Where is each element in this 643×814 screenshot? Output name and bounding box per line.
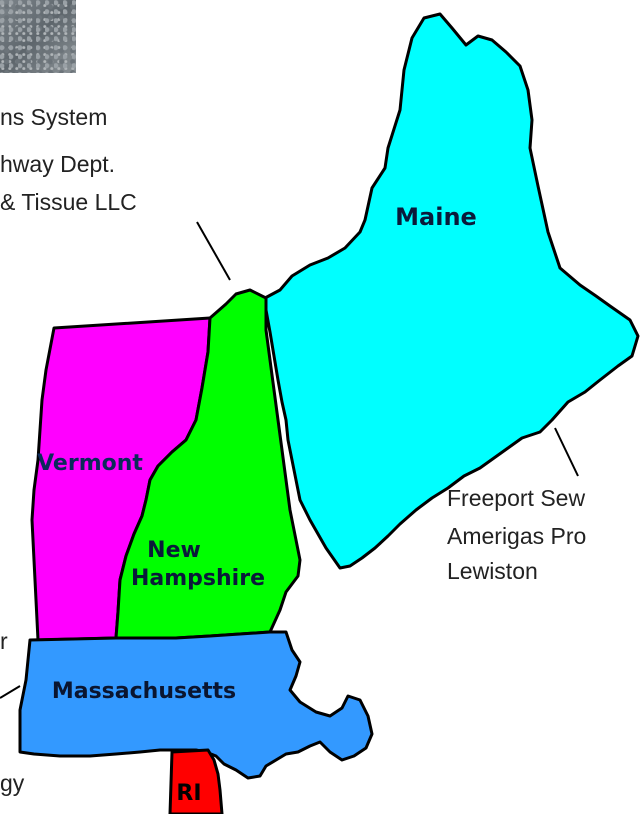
callout-left-partial: r: [0, 628, 8, 654]
leader-line-top: [196, 221, 231, 281]
state-label-new-hampshire-line2: Hampshire: [131, 566, 265, 591]
callout-right-line2: Amerigas Pro: [447, 523, 587, 549]
callout-bottom-left: gy: [0, 770, 25, 796]
state-label-new-hampshire-line1: New: [147, 538, 201, 563]
callout-right-line1: Freeport Sew: [447, 485, 586, 511]
callout-top-left-line2: hway Dept.: [0, 151, 116, 177]
leader-line-left: [0, 685, 21, 699]
state-label-vermont: Vermont: [37, 451, 143, 476]
leader-line-right: [554, 427, 579, 477]
callout-top-left-line1: ns System: [0, 104, 108, 130]
state-label-massachusetts: Massachusetts: [52, 679, 236, 704]
state-label-rhode-island: RI: [176, 781, 201, 806]
photo-thumbnail: [0, 0, 76, 73]
state-label-maine: Maine: [395, 203, 477, 231]
callout-right-line3: Lewiston: [447, 558, 538, 584]
state-rhode-island[interactable]: [168, 748, 224, 814]
state-maine[interactable]: [263, 12, 640, 570]
callout-top-left-line3: & Tissue LLC: [0, 189, 137, 215]
state-massachusetts[interactable]: [18, 630, 374, 780]
